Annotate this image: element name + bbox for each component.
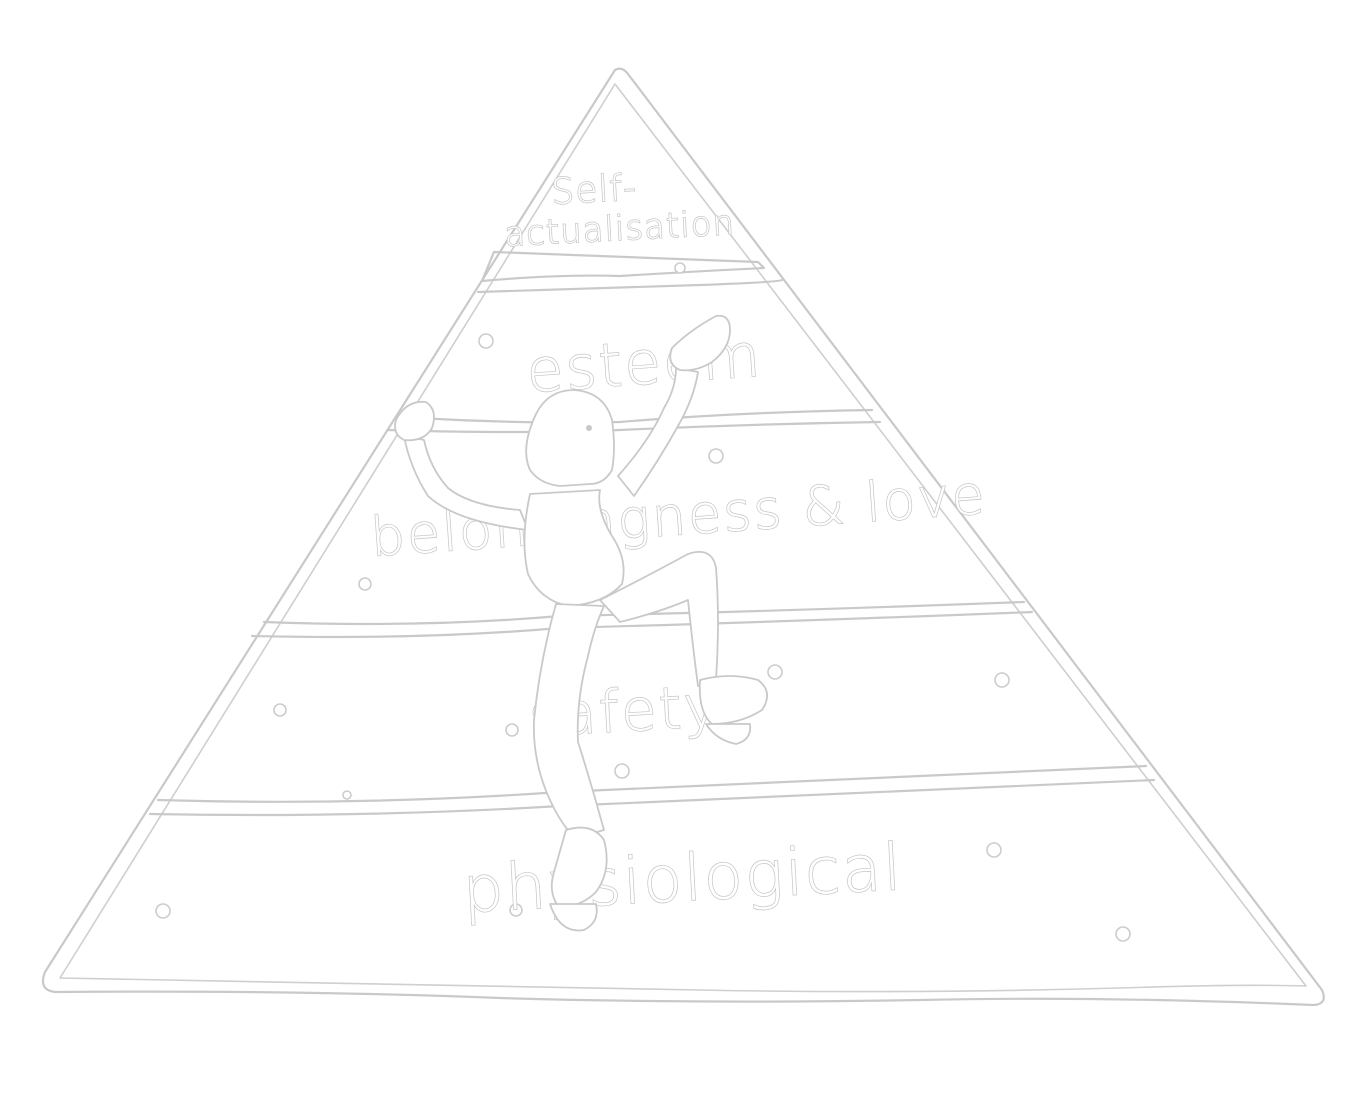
hold-dot bbox=[614, 763, 630, 779]
climber-torso bbox=[523, 489, 625, 607]
climber-right-leg bbox=[599, 550, 719, 687]
hold-dot bbox=[986, 842, 1002, 858]
hold-dot bbox=[509, 903, 523, 917]
tier-label-self-actualisation-line2: actualisation bbox=[503, 203, 736, 255]
climber-left-hand bbox=[394, 400, 435, 442]
tier-label-self-actualisation-line1: Self- bbox=[550, 168, 638, 213]
climbing-holds bbox=[155, 262, 1131, 942]
climber-head bbox=[525, 389, 615, 487]
tier-labels: Self- actualisation esteem belongingness… bbox=[368, 167, 989, 929]
hold-dot bbox=[767, 664, 783, 680]
hold-dot bbox=[674, 262, 686, 274]
climber-figure bbox=[394, 314, 768, 932]
hold-dot bbox=[994, 672, 1010, 688]
climber-left-shoe-sole bbox=[549, 903, 598, 932]
hold-dot bbox=[1115, 926, 1131, 942]
climber-right-hand bbox=[669, 314, 731, 372]
hold-dot bbox=[358, 577, 372, 591]
hold-dot bbox=[342, 790, 352, 800]
climber-eye bbox=[586, 425, 592, 431]
pyramid-outline bbox=[41, 67, 1325, 1007]
hold-dot bbox=[273, 703, 287, 717]
hold-dot bbox=[155, 903, 171, 919]
climber-right-shoe bbox=[698, 675, 768, 725]
tier-label-physiological: physiological bbox=[461, 831, 905, 928]
climber-right-shoe-sole bbox=[705, 723, 752, 745]
hold-dot bbox=[708, 448, 724, 464]
hold-dot bbox=[505, 723, 519, 737]
climber-right-arm bbox=[617, 367, 699, 497]
hold-dot bbox=[478, 333, 494, 349]
climber-left-shoe bbox=[550, 826, 608, 908]
